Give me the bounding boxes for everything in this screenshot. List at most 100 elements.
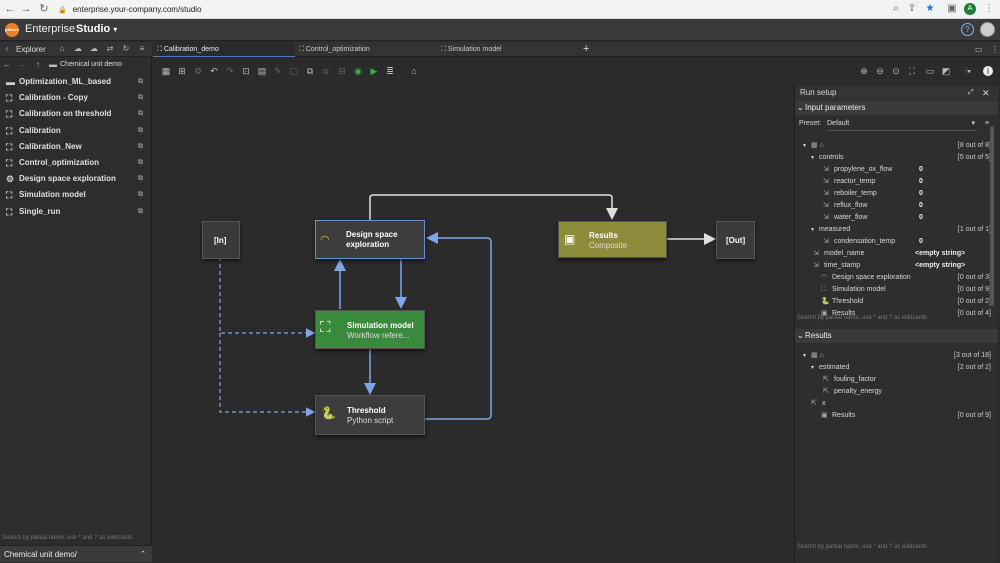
block-row[interactable]: ⛶Simulation model[0 out of 9]	[795, 284, 991, 296]
chart-icon[interactable]: ◩	[941, 66, 951, 76]
close-icon[interactable]: ✕	[982, 88, 990, 98]
scrollbar[interactable]	[990, 126, 994, 306]
tab-control-optimization[interactable]: ⛶ Control_optimization	[295, 42, 437, 57]
block-row[interactable]: ▣Results[0 out of 9]	[795, 410, 991, 422]
list-item[interactable]: ⛶Calibration_New⧉	[0, 139, 152, 155]
zoom-icon[interactable]: ⌕	[893, 3, 899, 14]
forward-icon[interactable]: →	[18, 60, 26, 69]
list-item[interactable]: ⛶Calibration - Copy⧉	[0, 90, 152, 106]
settings-icon[interactable]: ⚙	[193, 66, 203, 76]
param-value[interactable]: 0	[919, 178, 923, 185]
param-value[interactable]: 0	[919, 238, 923, 245]
results-header[interactable]: ⌄ Results	[795, 329, 998, 343]
param-value[interactable]: 0	[919, 190, 923, 197]
caret-down-icon[interactable]: ▾	[811, 227, 815, 233]
input-search-input[interactable]: Search by partial name, use * and ? as w…	[797, 315, 928, 321]
link-icon[interactable]: ⊡	[242, 66, 250, 76]
preset-select[interactable]: Default▾	[827, 118, 977, 131]
caret-down-icon[interactable]: ▾	[803, 353, 807, 359]
expand-icon[interactable]: ⤢	[968, 89, 974, 96]
param-value[interactable]: 0	[919, 214, 923, 221]
estimated-row[interactable]: ▾estimated[2 out of 2]	[795, 362, 991, 374]
param-row[interactable]: ⇲model_name<empty string>	[795, 248, 991, 260]
chevron-up-icon[interactable]: ⌃	[140, 551, 146, 558]
cloud-icon[interactable]: ☁	[74, 44, 82, 53]
share-icon[interactable]: ⧉	[138, 110, 143, 118]
fullscreen-icon[interactable]: ⛶	[908, 66, 916, 76]
simulation-model-node[interactable]: ⛶ Simulation model Workflow refere...	[315, 310, 425, 349]
reload-icon[interactable]: ↻	[39, 3, 49, 15]
menu-icon[interactable]: ≡	[139, 44, 145, 53]
list-icon[interactable]: ≡	[985, 120, 990, 127]
zoom-fit-icon[interactable]: ⊙	[892, 66, 900, 76]
home-icon[interactable]: ⌂	[59, 44, 65, 53]
list-item[interactable]: ⛶Single_run⧉	[0, 204, 152, 220]
add-tab-icon[interactable]: +	[583, 43, 590, 55]
zoom-in-icon[interactable]: ⊕	[860, 66, 868, 76]
param-value[interactable]: 0	[919, 166, 923, 173]
block-row[interactable]: ▣Results[0 out of 4]	[795, 308, 991, 320]
list-item[interactable]: ▬Optimization_ML_based⧉	[0, 74, 152, 90]
workflow-canvas[interactable]: [In] [Out] ◠ Design space exploration ▣ …	[153, 82, 793, 562]
hierarchy-icon[interactable]: ⊞	[178, 66, 186, 76]
group-icon[interactable]: ⧉	[306, 66, 314, 76]
run-circle-icon[interactable]: ◉	[354, 66, 362, 76]
list-icon[interactable]: ≣	[386, 66, 394, 76]
share-icon[interactable]: ⧉	[138, 191, 143, 199]
input-parameters-header[interactable]: ⌄ Input parameters	[795, 101, 998, 115]
profile-avatar[interactable]: A	[964, 3, 976, 15]
list-item[interactable]: ⛶Calibration on threshold⧉	[0, 106, 152, 122]
share-icon[interactable]: ⧉	[138, 175, 143, 183]
zoom-out-icon[interactable]: ⊖	[876, 66, 884, 76]
list-item[interactable]: ⛶Simulation model⧉	[0, 187, 152, 203]
param-value[interactable]: 0	[919, 202, 923, 209]
share-icon[interactable]: ⧉	[138, 126, 143, 134]
input-port-node[interactable]: [In]	[202, 221, 240, 259]
caret-down-icon[interactable]: ▾	[811, 155, 815, 161]
share-icon[interactable]: ⧉	[138, 78, 143, 85]
tab-simulation-model[interactable]: ⛶ Simulation model	[437, 42, 579, 57]
param-value[interactable]: <empty string>	[915, 262, 966, 269]
dse-node[interactable]: ◠ Design space exploration	[315, 220, 425, 259]
grid-icon[interactable]: ▦	[161, 66, 171, 76]
back-icon[interactable]: ←	[3, 60, 11, 69]
list-item[interactable]: ⚙Design space exploration⧉	[0, 171, 152, 187]
cloud-upload-icon[interactable]: ☁	[90, 44, 98, 53]
breadcrumb-path[interactable]: Chemical unit demo	[60, 61, 122, 68]
list-item[interactable]: ⛶Calibration⧉	[0, 123, 152, 139]
undo-icon[interactable]: ↶	[210, 66, 218, 76]
back-icon[interactable]: ←	[4, 3, 16, 15]
results-root-row[interactable]: ▾▦ ⌂[3 out of 18]	[795, 350, 991, 362]
share-icon[interactable]: ⇪	[907, 3, 917, 14]
results-node[interactable]: ▣ Results Composite	[558, 221, 667, 258]
address-bar[interactable]: 🔒 enterprise.your-company.com/studio	[58, 2, 878, 17]
share-icon[interactable]: ⧉	[138, 207, 143, 215]
input-root-row[interactable]: ▾▦ ⌂[8 out of 8]	[795, 140, 991, 152]
browser-menu-icon[interactable]: ⋮	[984, 3, 994, 14]
share-icon[interactable]: ⧉	[138, 94, 143, 102]
share-icon[interactable]: ⇄	[106, 44, 114, 53]
block-row[interactable]: ◠Design space exploration[0 out of 3]	[795, 272, 991, 284]
output-port-node[interactable]: [Out]	[716, 221, 755, 259]
studio-menu[interactable]: Studio ▾	[76, 23, 117, 35]
param-row[interactable]: ⇲time_stamp<empty string>	[795, 260, 991, 272]
image-icon[interactable]: ▤	[257, 66, 267, 76]
results-search-input[interactable]: Search by partial name, use * and ? as w…	[797, 544, 928, 550]
edit-icon[interactable]: ✎	[274, 66, 282, 76]
lock-icon[interactable]: ⌂	[411, 66, 417, 76]
layout-icon[interactable]: ⫶▾	[964, 66, 972, 76]
tab-calibration-demo[interactable]: ⛶ Calibration_demo	[153, 42, 295, 57]
comment-icon[interactable]: ▭	[925, 66, 935, 76]
sidepanel-icon[interactable]: ▣	[947, 3, 957, 14]
ungroup-icon[interactable]: ⧈	[323, 66, 329, 76]
help-icon[interactable]: ?	[961, 23, 974, 36]
refresh-icon[interactable]: ↻	[122, 44, 130, 53]
threshold-node[interactable]: 🐍 Threshold Python script	[315, 395, 425, 435]
up-icon[interactable]: ↑	[36, 60, 40, 69]
caret-down-icon[interactable]: ▾	[811, 365, 815, 371]
forward-icon[interactable]: →	[20, 3, 32, 15]
